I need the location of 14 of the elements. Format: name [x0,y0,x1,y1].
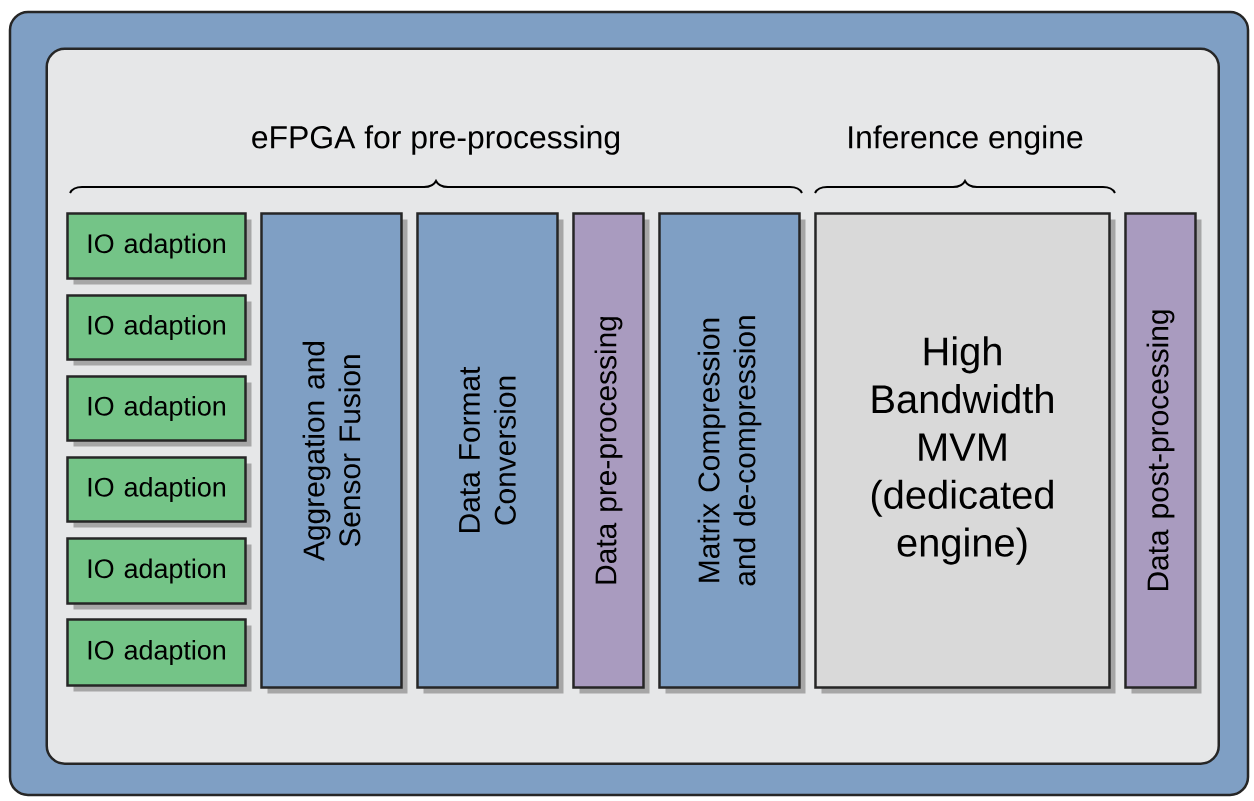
io-box: IO adaption [66,294,252,366]
process-box: Data post-processing [1124,212,1202,694]
process-box: Data pre-processing [572,212,650,694]
process-box: Aggregation and Sensor Fusion [260,212,408,694]
io-box: IO adaption [66,456,252,528]
group-label: eFPGA for pre-processing [252,125,620,155]
group-label: Inference engine [849,125,1083,155]
io-box: IO adaption [66,537,252,610]
process-box: Data Format Conversion [416,212,564,694]
io-box: IO adaption [66,618,252,692]
engine-box: High Bandwidth MVM (dedicated engine) [814,212,1116,694]
io-box: IO adaption [66,212,252,285]
process-box: Matrix Compression and de-compression [658,212,806,694]
io-box: IO adaption [66,375,252,447]
